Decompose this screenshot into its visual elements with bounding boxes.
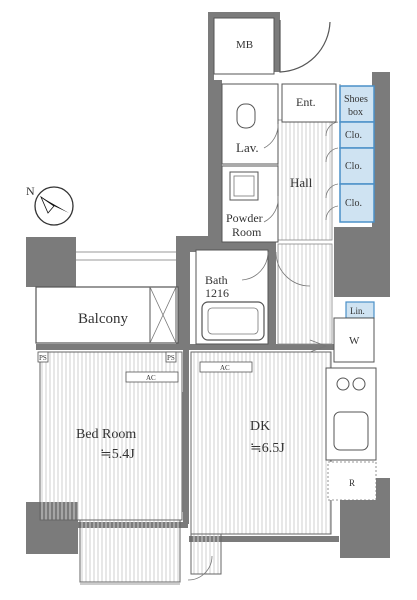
hall-label: Hall xyxy=(290,175,313,190)
washer-label: W xyxy=(349,335,360,347)
balcony-label: Balcony xyxy=(78,311,128,327)
shoes-box-label-2: box xyxy=(348,107,363,118)
powder-room-label-2: Room xyxy=(232,225,262,239)
mb-label: MB xyxy=(236,39,253,51)
bathroom xyxy=(195,249,311,345)
ac-label-1: AC xyxy=(146,374,156,382)
bath-label-1: Bath xyxy=(205,273,228,287)
bedroom-size: ≒5.4J xyxy=(100,447,135,462)
linen-label: Lin. xyxy=(350,306,365,316)
ps-label-2: PS xyxy=(167,354,175,362)
clo-label-2: Clo. xyxy=(345,161,362,172)
ac-label-2: AC xyxy=(220,364,230,372)
stove-icon xyxy=(336,377,366,391)
entrance-area xyxy=(213,17,341,123)
balcony xyxy=(35,251,179,344)
bath-label-2: 1216 xyxy=(205,286,229,300)
dk-label: DK xyxy=(250,419,270,434)
fixtures xyxy=(37,351,253,585)
north-arrow-icon: N xyxy=(26,184,74,226)
fridge-label: R xyxy=(349,478,355,488)
dk-size: ≒6.5J xyxy=(250,441,285,456)
clo-label-1: Clo. xyxy=(345,130,362,141)
powder-room-label-1: Powder xyxy=(226,211,263,225)
labels: MB Ent. Shoes box Clo. Clo. Clo. Lav. Ha… xyxy=(39,39,368,488)
ps-label-1: PS xyxy=(39,354,47,362)
compass-label: N xyxy=(26,184,35,198)
lavatory xyxy=(221,83,279,165)
shoes-box-label-1: Shoes xyxy=(344,94,368,105)
lav-label: Lav. xyxy=(236,140,259,155)
bedroom-label: Bed Room xyxy=(76,427,136,442)
sink-icon xyxy=(333,411,369,451)
utility-area xyxy=(309,301,377,501)
ent-label: Ent. xyxy=(296,95,316,109)
clo-label-3: Clo. xyxy=(345,198,362,209)
powder-room xyxy=(221,165,279,243)
